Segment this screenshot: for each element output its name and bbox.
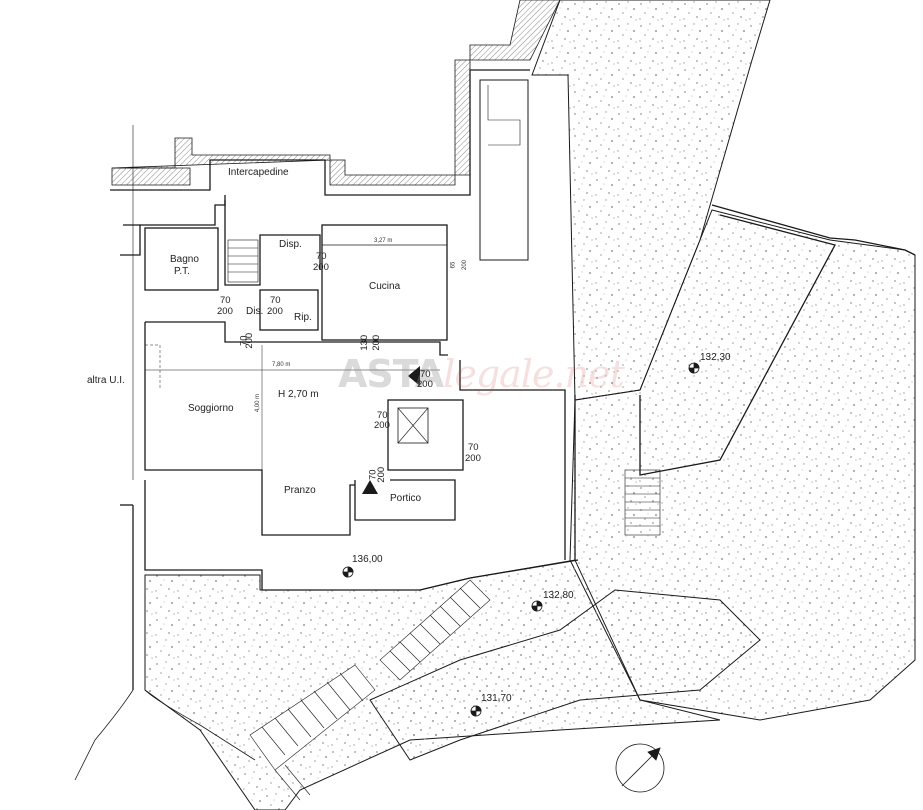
door-disp-w: 70 <box>316 251 327 262</box>
door-disp-h: 200 <box>313 262 329 273</box>
door-entry-w: 70 <box>420 369 431 380</box>
label-portico: Portico <box>390 493 422 504</box>
label-cucina: Cucina <box>369 281 401 292</box>
door-rip-w: 70 <box>270 295 281 306</box>
terrain-terrace <box>369 589 761 761</box>
dim-soggiorno-depth: 4,00 m <box>255 393 262 413</box>
door-window-w: 65 <box>450 261 457 269</box>
door-core2-w: 70 <box>468 442 479 453</box>
label-altra-ui: altra U.I. <box>87 375 125 386</box>
label-intercapedine: Intercapedine <box>228 167 289 178</box>
dim-cucina-width: 3,27 m <box>374 238 393 244</box>
door-rip-h: 200 <box>267 306 283 317</box>
label-dis: Dis. <box>246 306 264 317</box>
label-ceiling-height: H 2,70 m <box>278 389 319 400</box>
walls <box>74 69 916 781</box>
label-disp: Disp. <box>279 239 302 250</box>
door-dis-h: 200 <box>244 332 256 349</box>
elevation-e1: 132,30 <box>700 352 731 363</box>
door-bagno-w: 70 <box>220 295 231 306</box>
elevation-e3: 132,80 <box>543 590 574 601</box>
label-soggiorno: Soggiorno <box>188 403 234 414</box>
elevation-e4: 131,70 <box>481 693 512 704</box>
dim-soggiorno-length: 7,80 m <box>272 362 291 368</box>
north-arrow-icon <box>615 743 665 793</box>
elevation-e2: 136,00 <box>352 554 383 565</box>
label-bagno-line1: Bagno <box>170 254 199 265</box>
retaining-walls <box>111 0 561 186</box>
watermark: ASTAlegale.net <box>338 352 625 396</box>
stairs <box>227 239 661 801</box>
door-entry-h: 200 <box>417 379 433 390</box>
label-bagno-line2: P.T. <box>174 266 190 277</box>
door-bagno-h: 200 <box>217 306 233 317</box>
label-rip: Rip. <box>294 312 312 323</box>
label-pranzo: Pranzo <box>284 485 316 496</box>
door-core-w: 70 <box>377 410 388 421</box>
elevation-markers <box>342 362 700 717</box>
entry-markers <box>362 366 420 494</box>
door-cucina-h: 200 <box>371 334 383 351</box>
door-pranzo-h: 200 <box>376 466 388 483</box>
door-core2-h: 200 <box>465 453 481 464</box>
door-window-h: 200 <box>462 259 469 271</box>
door-core-h: 200 <box>374 420 390 431</box>
dimension-lines <box>145 244 447 470</box>
door-cucina-w: 130 <box>359 334 371 351</box>
